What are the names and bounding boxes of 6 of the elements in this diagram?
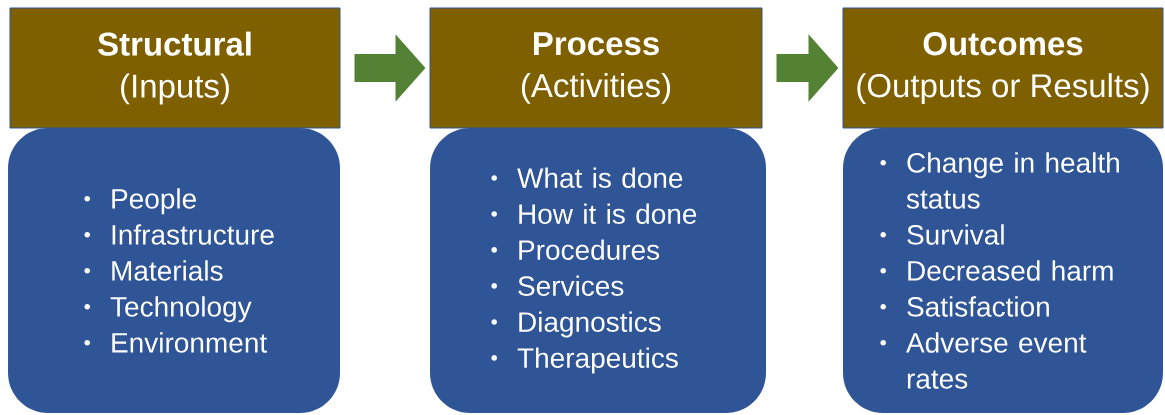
list-box: Change in health status Survival Decreased harm Satisfaction Adverse event rates: [843, 128, 1163, 413]
list-box: People Infrastructure Materials Technology Environment: [8, 128, 340, 413]
header-box: Outcomes (Outputs or Results): [842, 7, 1164, 129]
list-box: What is done How it is done Procedures Services Diagnostics Therapeutics: [430, 128, 766, 413]
header-box: Structural (Inputs): [9, 7, 341, 129]
header-box: Process (Activities): [429, 7, 763, 129]
